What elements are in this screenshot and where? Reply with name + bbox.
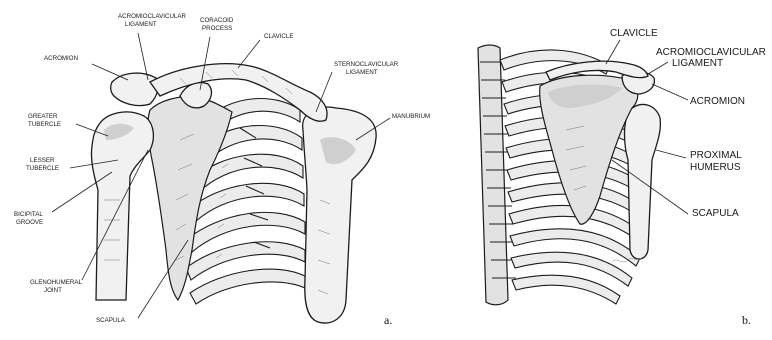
label-bicipital-groove-l1: BICIPITAL xyxy=(14,211,43,218)
label-bicipital-groove-l2: GROOVE xyxy=(16,219,43,226)
figure-b-posterior-shoulder: CLAVICLE ACROMIOCLAVICULAR LIGAMENT ACRO… xyxy=(478,28,766,327)
label-lesser-tubercle-l1: LESSER xyxy=(30,157,55,164)
panel-label-a: a. xyxy=(384,313,392,327)
panel-label-b: b. xyxy=(742,313,751,327)
label-glenohumeral-joint-l2: JOINT xyxy=(44,287,62,294)
figure-a-anterior-shoulder: ACROMIOCLAVICULAR LIGAMENT CORACOID PROC… xyxy=(14,13,430,327)
label-scapula-b: SCAPULA xyxy=(692,208,739,219)
label-acromion-b: ACROMION xyxy=(690,96,745,107)
label-acromioclavicular-ligament-b-l1: ACROMIOCLAVICULAR xyxy=(656,47,766,58)
label-sternoclavicular-ligament-l2: LIGAMENT xyxy=(346,69,378,76)
label-coracoid-process-l2: PROCESS xyxy=(202,25,232,32)
label-sternoclavicular-ligament-l1: STERNOCLAVICULAR xyxy=(334,61,399,68)
label-acromioclavicular-ligament-b-l2: LIGAMENT xyxy=(672,58,723,69)
label-clavicle-a: CLAVICLE xyxy=(264,33,293,40)
label-proximal-humerus-l1: PROXIMAL xyxy=(690,150,742,161)
label-glenohumeral-joint-l1: GLENOHUMERAL xyxy=(30,279,82,286)
label-clavicle-b: CLAVICLE xyxy=(610,28,658,39)
label-proximal-humerus-l2: HUMERUS xyxy=(690,162,741,173)
label-coracoid-process-l1: CORACOID xyxy=(200,17,234,24)
label-greater-tubercle-l1: GREATER xyxy=(28,113,58,120)
label-acromioclavicular-ligament-l2: LIGAMENT xyxy=(125,21,157,28)
label-acromioclavicular-ligament-l1: ACROMIOCLAVICULAR xyxy=(118,13,186,20)
label-manubrium: MANUBRIUM xyxy=(392,113,430,120)
acromion-a xyxy=(111,73,158,106)
label-scapula-a: SCAPULA xyxy=(96,317,126,324)
humerus-a xyxy=(91,112,153,300)
label-lesser-tubercle-l2: TUBERCLE xyxy=(26,165,59,172)
sternum xyxy=(303,107,376,323)
label-greater-tubercle-l2: TUBERCLE xyxy=(28,121,61,128)
label-acromion-a: ACROMION xyxy=(44,55,78,62)
